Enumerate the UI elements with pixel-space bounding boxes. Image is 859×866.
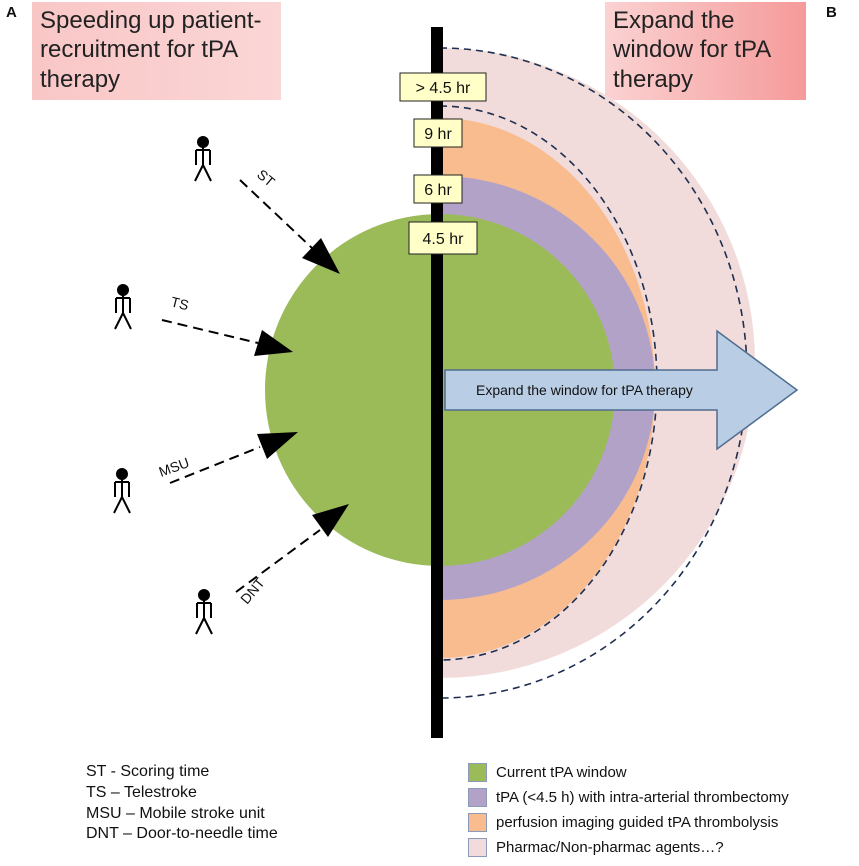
legend-swatch bbox=[468, 813, 487, 832]
legend-item-current-window: Current tPA window bbox=[468, 760, 789, 785]
expand-arrow-text: Expand the window for tPA therapy bbox=[476, 382, 693, 398]
arrow-ts bbox=[161, 319, 293, 356]
color-legend: Current tPA window tPA (<4.5 h) with int… bbox=[468, 760, 789, 860]
legend-label: Pharmac/Non-pharmac agents…? bbox=[496, 839, 724, 856]
panel-label-b: B bbox=[826, 4, 837, 21]
person-icon bbox=[113, 468, 131, 514]
legend-swatch bbox=[468, 763, 487, 782]
legend-label: perfusion imaging guided tPA thrombolysi… bbox=[496, 814, 779, 831]
arrow-label-dnt: DNT bbox=[237, 574, 268, 607]
panel-label-a: A bbox=[6, 4, 17, 21]
time-label-gt-4-5: > 4.5 hr bbox=[399, 72, 487, 102]
time-label-9: 9 hr bbox=[413, 118, 463, 148]
abbreviation-item: DNT – Door-to-needle time bbox=[86, 825, 278, 843]
legend-item-perfusion: perfusion imaging guided tPA thrombolysi… bbox=[468, 810, 789, 835]
arrow-msu bbox=[169, 432, 298, 484]
legend-item-pharmac: Pharmac/Non-pharmac agents…? bbox=[468, 835, 789, 860]
legend-swatch bbox=[468, 838, 487, 857]
arrow-st bbox=[239, 179, 340, 274]
svg-text:9 hr: 9 hr bbox=[424, 126, 452, 143]
svg-text:4.5 hr: 4.5 hr bbox=[423, 231, 465, 248]
abbreviation-legend: ST - Scoring time TS – Telestroke MSU – … bbox=[86, 762, 278, 845]
time-label-4-5: 4.5 hr bbox=[408, 221, 478, 255]
timeline-bar bbox=[431, 27, 443, 738]
title-speeding-up: Speeding up patient-recruitment for tPA … bbox=[32, 2, 281, 100]
svg-text:> 4.5 hr: > 4.5 hr bbox=[416, 80, 471, 97]
abbreviation-item: MSU – Mobile stroke unit bbox=[86, 804, 265, 822]
person-icon bbox=[194, 136, 212, 182]
legend-label: Current tPA window bbox=[496, 764, 627, 781]
svg-text:6 hr: 6 hr bbox=[424, 182, 452, 199]
arrow-label-ts: TS bbox=[169, 293, 190, 313]
person-icon bbox=[114, 284, 132, 330]
arrow-label-st: ST bbox=[254, 166, 278, 190]
legend-item-thrombectomy: tPA (<4.5 h) with intra-arterial thrombe… bbox=[468, 785, 789, 810]
title-expand-window: Expand the window for tPA therapy bbox=[605, 2, 806, 100]
legend-label: tPA (<4.5 h) with intra-arterial thrombe… bbox=[496, 789, 789, 806]
abbreviation-item: TS – Telestroke bbox=[86, 783, 197, 801]
expand-arrow bbox=[444, 329, 799, 451]
arrow-dnt bbox=[235, 504, 349, 593]
abbreviation-item: ST - Scoring time bbox=[86, 763, 210, 780]
person-icon bbox=[195, 589, 213, 635]
legend-swatch bbox=[468, 788, 487, 807]
time-label-6: 6 hr bbox=[413, 174, 463, 204]
